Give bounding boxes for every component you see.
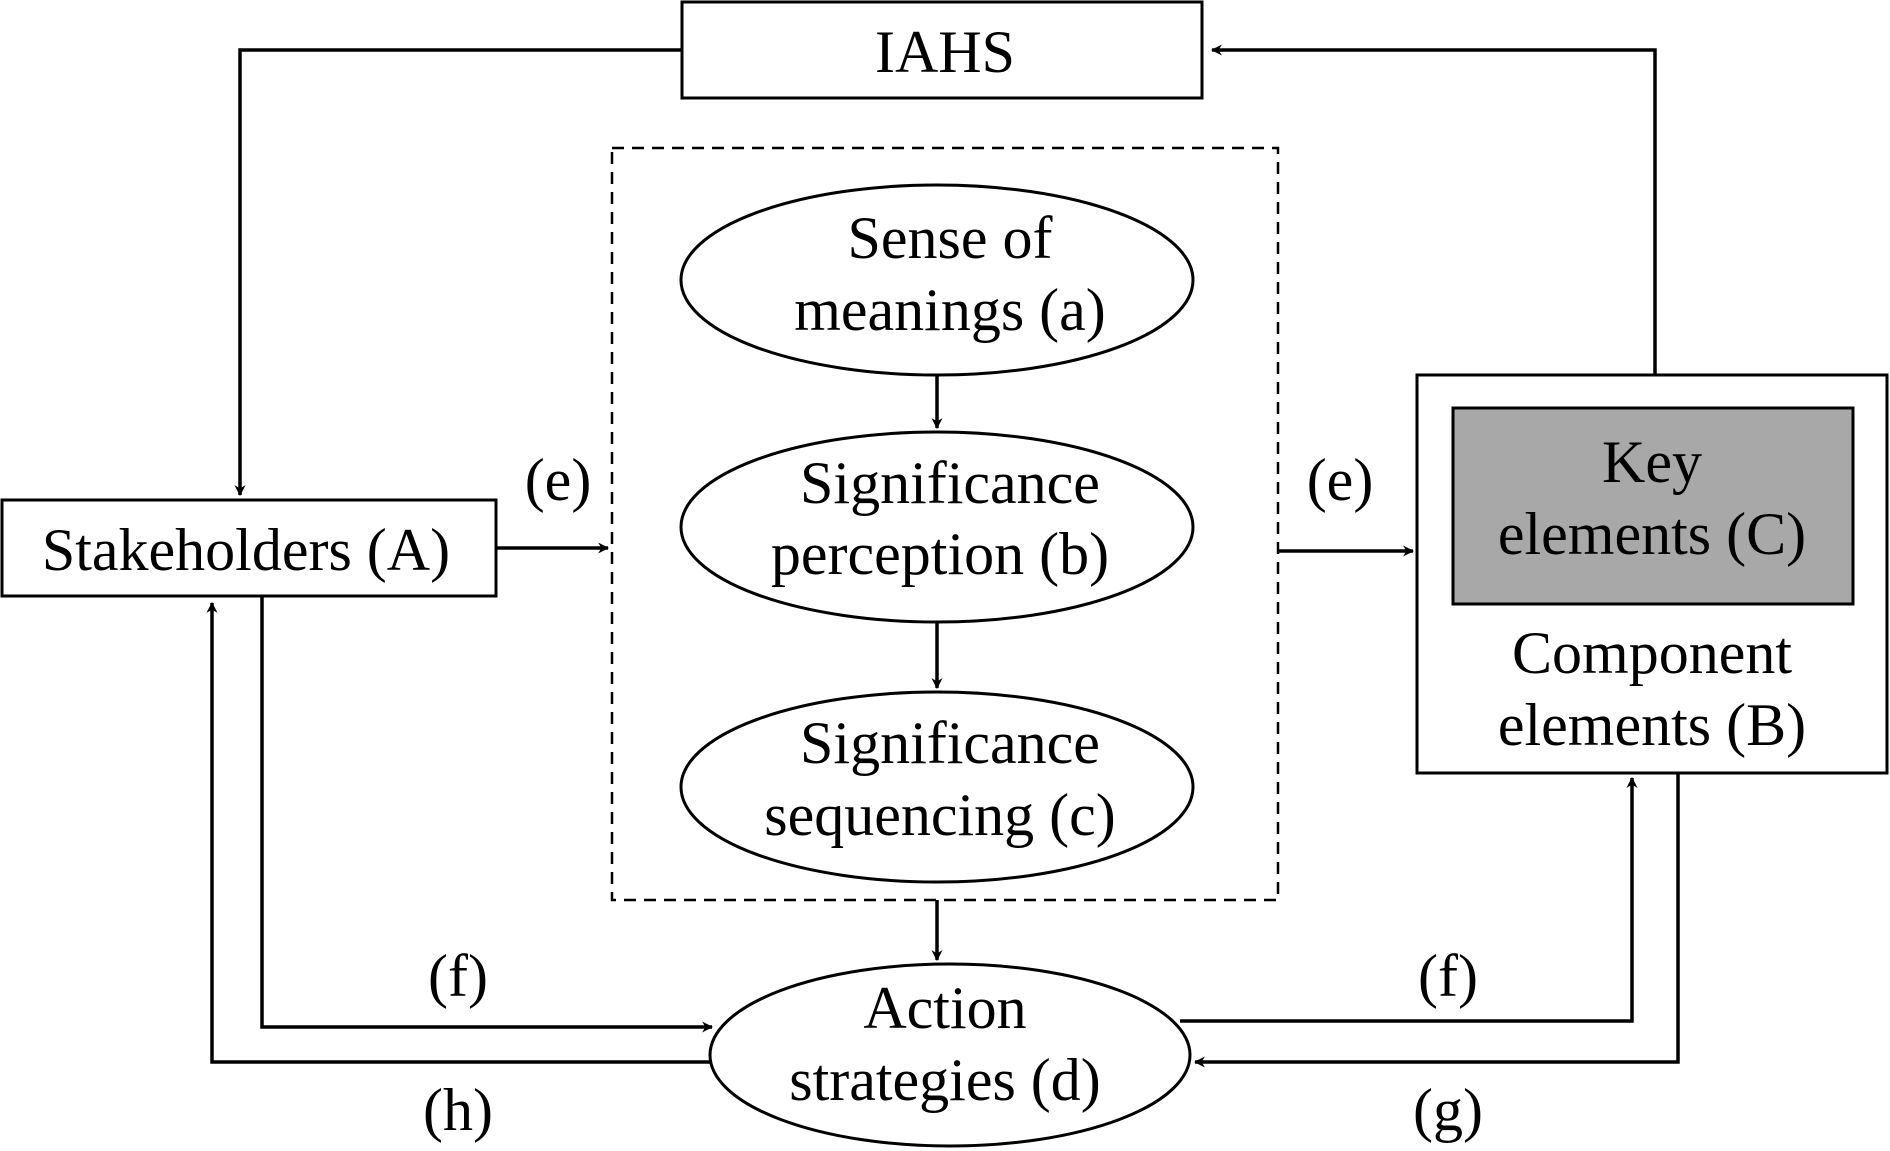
iahs-label: IAHS [875,19,1015,85]
action-strategies-line2: strategies (d) [789,1047,1101,1113]
stakeholders-node: Stakeholders (A) [0,498,498,598]
significance-perception-line2: perception (b) [771,521,1109,587]
sense-of-meanings-line2: meanings (a) [794,277,1106,343]
arrow-action-to-stakeholders [206,601,711,1064]
significance-sequencing-line2: sequencing (c) [764,782,1116,848]
significance-group-border [610,146,1280,902]
significance-sequencing-node: Significance sequencing (c) [679,690,1195,884]
component-elements-line2: elements (B) [1498,692,1806,758]
action-strategies-node: Action strategies (d) [708,962,1192,1148]
arrow-component-to-iahs [1210,44,1657,375]
significance-sequencing-oval [679,690,1195,884]
edge-label-e-left: (e) [525,447,592,513]
arrow-action-to-component [1180,776,1638,1023]
stakeholders-label: Stakeholders (A) [42,517,450,583]
significance-sequencing-line1: Significance [800,710,1100,776]
action-strategies-line1: Action [863,975,1026,1041]
key-elements-box [1451,406,1855,606]
component-elements-node: Key elements (C) Component elements (B) [1415,373,1889,775]
edge-label-h: (h) [423,1077,493,1143]
key-elements-line1: Key [1602,429,1702,495]
arrow-component-to-action [1193,773,1680,1068]
arrow-stakeholders-to-action [260,596,714,1033]
significance-perception-line1: Significance [800,450,1100,516]
arrow-iahs-to-stakeholders [234,48,682,497]
stakeholders-box [0,498,498,598]
action-strategies-oval [708,962,1192,1148]
sense-of-meanings-line1: Sense of [848,205,1053,271]
sense-of-meanings-node: Sense of meanings (a) [679,183,1195,377]
edge-label-f-right: (f) [1418,943,1478,1009]
edge-label-f-left: (f) [428,943,488,1009]
edge-label-e-right: (e) [1307,447,1374,513]
component-elements-line1: Component [1512,620,1792,686]
key-elements-line2: elements (C) [1498,501,1806,567]
iahs-box [680,0,1204,100]
significance-perception-node: Significance perception (b) [679,430,1195,624]
edge-label-g: (g) [1413,1077,1483,1143]
iahs-node: IAHS [680,0,1204,100]
